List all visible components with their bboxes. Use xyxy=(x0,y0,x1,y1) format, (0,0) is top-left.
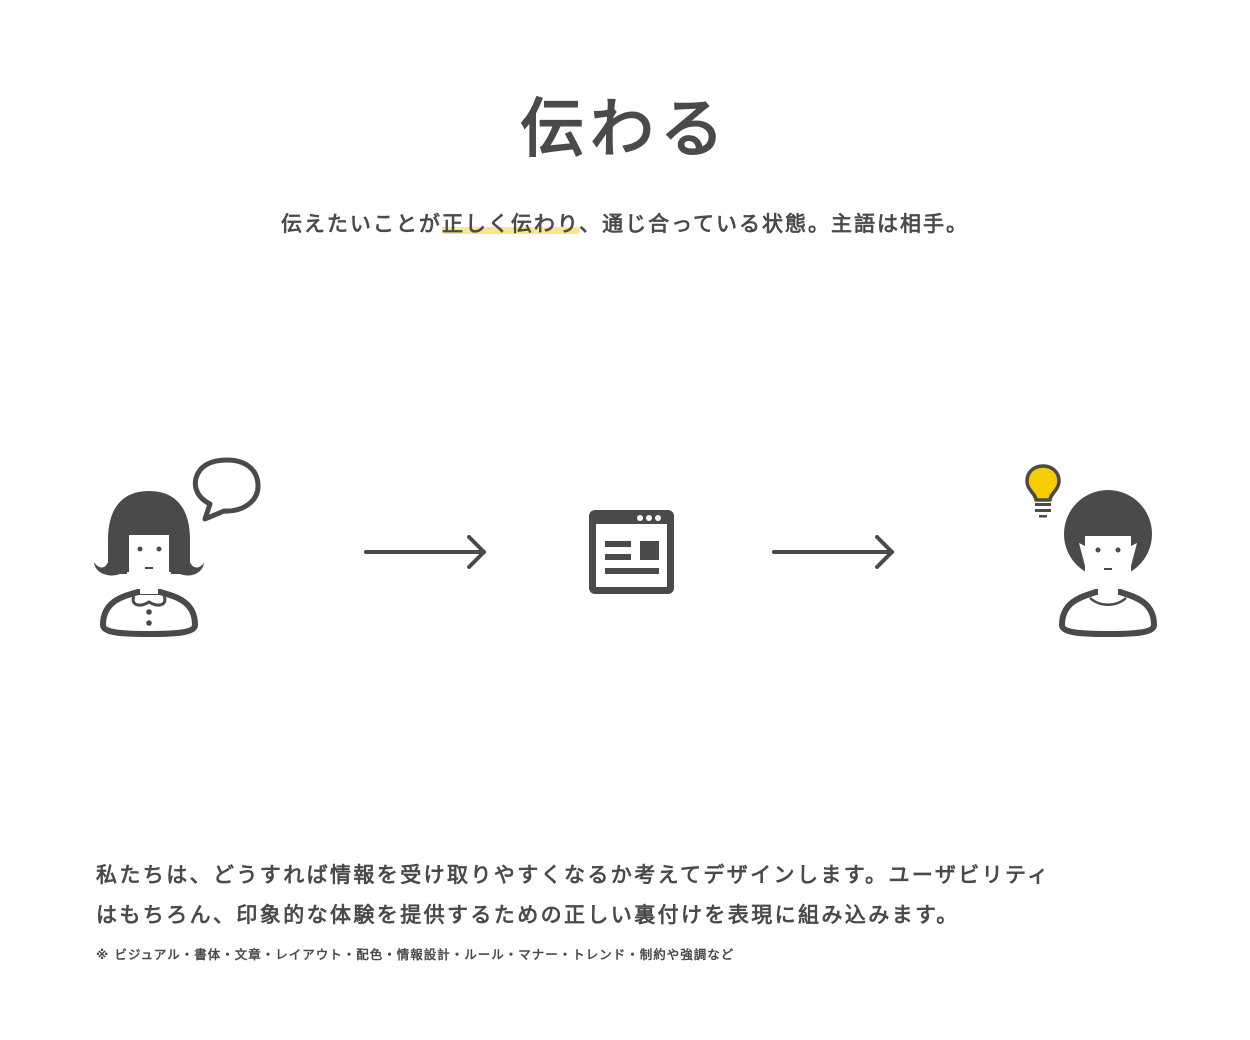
footnote: ※ ビジュアル・書体・文章・レイアウト・配色・情報設計・ルール・マナー・トレンド… xyxy=(96,947,735,962)
page-title: 伝わる xyxy=(520,93,730,167)
subtitle-highlight: 正しく伝わり xyxy=(441,212,580,236)
description-line-1: 私たちは、どうすれば情報を受け取りやすくなるか考えてデザインします。ユーザビリテ… xyxy=(96,863,1051,887)
description-line-2: はもちろん、印象的な体験を提供するための正しい裏付けを表現に組み込みます。 xyxy=(96,903,960,927)
speech-bubble-icon xyxy=(192,457,261,522)
subtitle: 伝えたいことが正しく伝わり、通じ合っている状態。主語は相手。 xyxy=(0,208,1250,238)
web-page-icon xyxy=(589,510,674,594)
arrow-right-icon xyxy=(772,535,894,569)
lightbulb-icon xyxy=(1025,464,1061,518)
arrow-right-icon xyxy=(364,535,486,569)
receiver-man-icon xyxy=(1058,490,1158,638)
sender-woman-icon xyxy=(94,491,204,638)
subtitle-before: 伝えたいことが xyxy=(280,212,442,236)
subtitle-after: 、通じ合っている状態。主語は相手。 xyxy=(579,212,970,236)
